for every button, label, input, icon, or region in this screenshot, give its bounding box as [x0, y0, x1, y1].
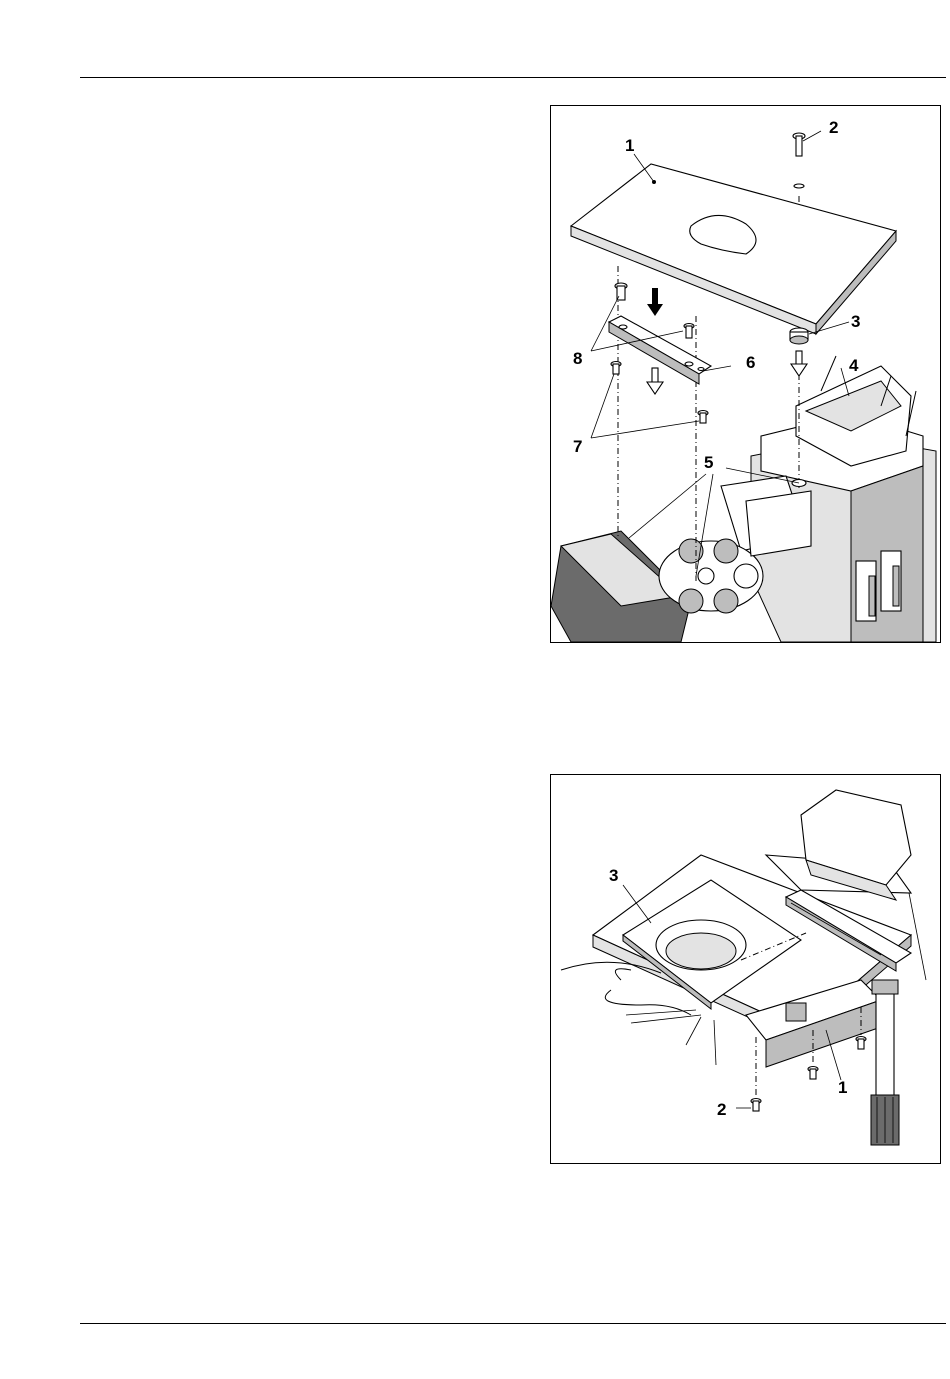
header-rule	[80, 77, 946, 78]
figure1-illustration: 1 2 3 4 5 6 7 8	[551, 106, 940, 642]
part-6-bracket	[609, 316, 711, 384]
part-1-stage-plate	[571, 164, 896, 334]
figure2-illustration: 3 1 2	[551, 775, 940, 1163]
footer-rule	[80, 1323, 946, 1324]
callout-1: 1	[625, 136, 634, 155]
callout-3: 3	[851, 312, 860, 331]
callout-2: 2	[717, 1100, 726, 1119]
arrow-down	[647, 288, 663, 316]
figure-mechanical-stage: 3 1 2	[550, 774, 941, 1164]
callout-8: 8	[573, 349, 582, 368]
part-3-washer	[790, 328, 808, 344]
callout-4: 4	[849, 356, 859, 375]
callout-3: 3	[609, 866, 618, 885]
figure-stage-plate-assembly: 1 2 3 4 5 6 7 8	[550, 105, 941, 643]
callout-1: 1	[838, 1078, 847, 1097]
arrow-down-outline	[647, 368, 663, 394]
callout-7: 7	[573, 437, 582, 456]
callout-2: 2	[829, 118, 838, 137]
callout-5: 5	[704, 453, 713, 472]
arrow-down-outline	[791, 351, 807, 376]
callout-6: 6	[746, 353, 755, 372]
